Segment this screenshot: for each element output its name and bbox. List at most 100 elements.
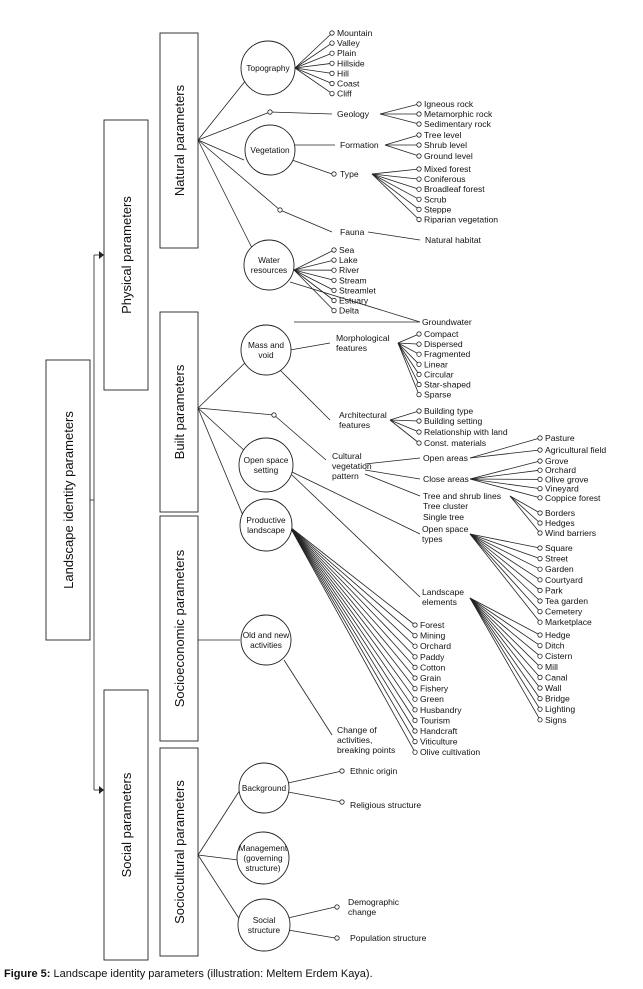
connector-line xyxy=(289,526,416,742)
connector-line xyxy=(293,259,335,271)
connector-line xyxy=(397,342,420,385)
connector-line xyxy=(469,597,541,636)
ethnic-label: Ethnic origin xyxy=(350,766,398,776)
connector-node xyxy=(331,277,337,283)
connector-node xyxy=(329,70,335,77)
tree-shrub-item: Hedges xyxy=(545,518,575,528)
connector-node xyxy=(412,622,418,628)
connector-node xyxy=(412,717,418,724)
demographic-label: Demographic xyxy=(348,897,400,907)
connector-node xyxy=(537,467,543,473)
arch-item: Building setting xyxy=(424,416,483,426)
connector-line xyxy=(291,471,421,535)
background-node xyxy=(238,762,290,814)
connector-line xyxy=(397,333,420,344)
connector-line xyxy=(197,139,245,161)
ost-item: Street xyxy=(545,554,569,564)
topography-item: Hillside xyxy=(337,58,365,68)
mass-void-node-label: void xyxy=(258,350,274,360)
connector-node xyxy=(412,654,418,660)
connector-node xyxy=(416,351,422,357)
topography-item: Hill xyxy=(337,68,349,78)
productive-landscape-node-label: landscape xyxy=(247,525,285,535)
connector-line xyxy=(287,929,336,939)
connector-node xyxy=(537,632,543,638)
le-item: Ditch xyxy=(545,641,565,651)
social-box-label: Social parameters xyxy=(119,772,134,877)
connector-line xyxy=(509,495,541,534)
tree-shrub-item: Wind barriers xyxy=(545,528,596,538)
connector-node xyxy=(329,50,335,56)
connector-node xyxy=(329,30,335,36)
connector-line xyxy=(291,474,421,598)
mass-void-node-label: Mass and xyxy=(248,340,284,350)
connector-node xyxy=(416,186,422,192)
connector-line xyxy=(397,342,420,365)
sociocultural-box xyxy=(159,747,199,957)
productive-item: Green xyxy=(420,694,444,704)
close-areas-item: Olive grove xyxy=(545,474,589,484)
connector-node xyxy=(537,545,543,551)
connector-node xyxy=(329,60,335,66)
connector-node xyxy=(416,391,422,398)
connector-node xyxy=(537,685,543,691)
arrow-physical xyxy=(99,251,104,259)
religious-label: Religious structure xyxy=(350,800,421,810)
connector-node xyxy=(271,412,277,418)
built-box-label: Built parameters xyxy=(172,364,187,459)
connector-line xyxy=(289,526,416,668)
connector-line xyxy=(293,269,335,291)
connector-line xyxy=(197,854,239,861)
connector-line xyxy=(371,173,420,220)
open-space-setting-node-label: setting xyxy=(254,465,279,475)
water-resources-node-label: Water xyxy=(258,255,280,265)
topography-item: Coast xyxy=(337,79,360,89)
connector-node xyxy=(331,287,337,293)
cultural-veg-label: pattern xyxy=(332,471,359,481)
demographic-label: change xyxy=(348,907,376,917)
mass-void-node xyxy=(240,324,292,376)
water-item: River xyxy=(339,265,359,275)
productive-item: Mining xyxy=(420,631,446,641)
connector-line xyxy=(289,526,416,647)
connector-line xyxy=(379,113,420,125)
arrow-social xyxy=(99,786,104,794)
tree-shrub-item: Borders xyxy=(545,508,575,518)
connector-node xyxy=(416,196,422,202)
connector-line xyxy=(294,67,333,94)
connector-node xyxy=(412,675,418,681)
architectural-label: Architectural xyxy=(339,410,387,420)
le-item: Wall xyxy=(545,683,561,693)
connector-line xyxy=(469,597,541,689)
ost-item: Tea garden xyxy=(545,596,588,606)
productive-item: Forest xyxy=(420,620,445,630)
arch-item: Building type xyxy=(424,406,473,416)
connector-line xyxy=(197,139,253,249)
topography-node xyxy=(240,40,296,96)
caption-text: Landscape identity parameters (illustrat… xyxy=(50,968,373,980)
connector-line xyxy=(397,342,420,375)
connector-line xyxy=(469,478,541,489)
connector-line xyxy=(389,419,420,444)
connector-line xyxy=(469,533,541,623)
change-label: activities, xyxy=(337,735,372,745)
natural-box-label: Natural parameters xyxy=(172,84,187,196)
connector-node xyxy=(537,520,543,526)
connector-line xyxy=(197,789,241,856)
type-item: Broadleaf forest xyxy=(424,184,485,194)
connector-node xyxy=(334,904,340,910)
connector-line xyxy=(389,419,420,433)
close-areas-item: Vineyard xyxy=(545,484,579,494)
connector-node xyxy=(537,566,543,572)
landscape-elements-label: Landscape xyxy=(422,587,464,597)
figure-caption: Figure 5: Landscape identity parameters … xyxy=(4,968,373,980)
topography-item: Valley xyxy=(337,38,360,48)
connector-node xyxy=(416,166,422,172)
connector-line xyxy=(291,159,333,175)
productive-item: Cotton xyxy=(420,662,446,672)
connector-node xyxy=(339,768,345,774)
connector-line xyxy=(469,478,541,499)
open-areas-item: Pasture xyxy=(545,433,575,443)
le-item: Lighting xyxy=(545,704,575,714)
connector-line xyxy=(469,597,541,668)
